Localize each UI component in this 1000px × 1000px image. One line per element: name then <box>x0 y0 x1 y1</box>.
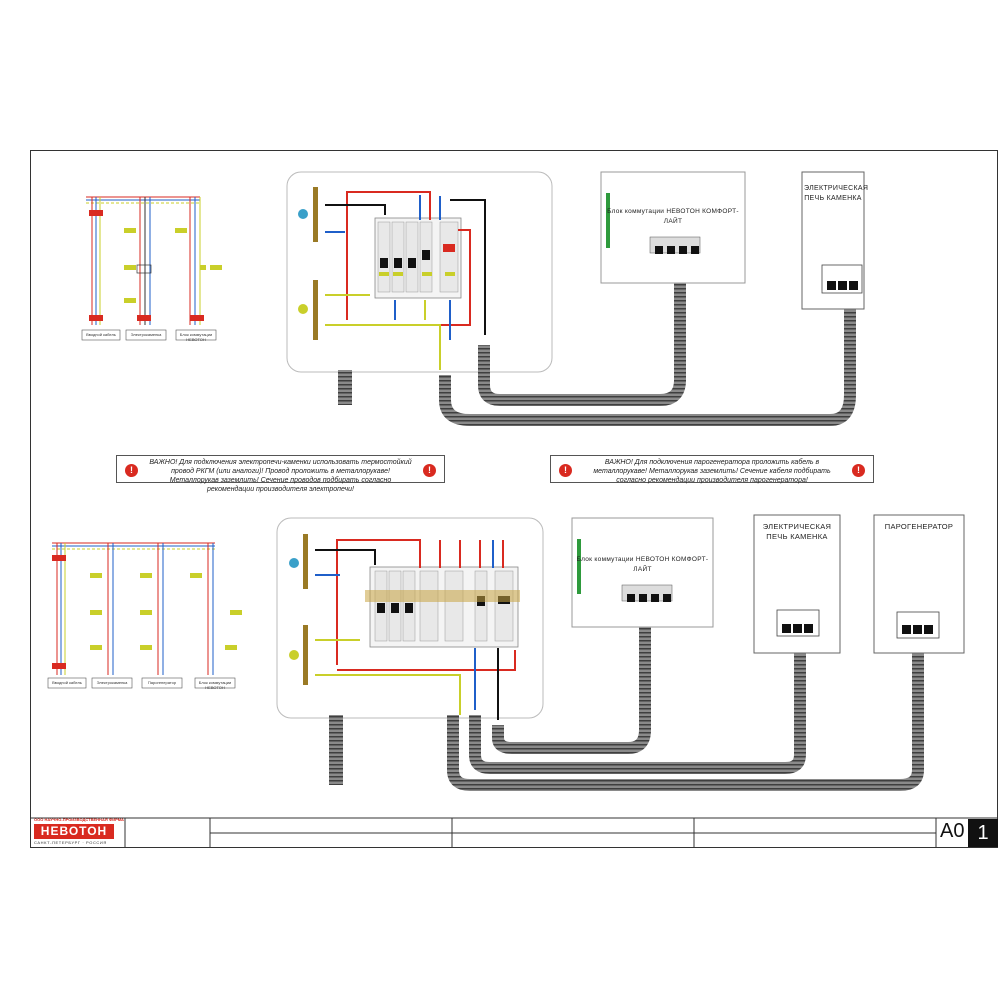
company-line: ООО НАУЧНО-ПРОИЗВОДСТВЕННАЯ ФИРМА <box>34 817 124 822</box>
top-schematic <box>81 196 222 341</box>
city-line: САНКТ-ПЕТЕРБУРГ · РОССИЯ <box>34 840 107 845</box>
top-warning-banner: ! ВАЖНО! Для подключения электропечи-кам… <box>116 455 445 493</box>
drawing-frame <box>30 150 998 848</box>
top-schematic-label-2: Электрокаменка <box>130 332 162 337</box>
bottom-oven-title: ЭЛЕКТРИЧЕСКАЯ ПЕЧЬ КАМЕНКА <box>762 522 832 541</box>
top-schematic-label-3: Блок коммутации НЕВОТОН <box>179 332 213 342</box>
bottom-schematic-label-2: Электрокаменка <box>96 680 128 685</box>
bottom-schematic-label-3: Парогенератор <box>147 680 177 685</box>
bottom-warning-banner: ! ВАЖНО! Для подключения парогенератора … <box>550 455 874 484</box>
top-warning-text: ВАЖНО! Для подключения электропечи-камен… <box>149 459 412 493</box>
bottom-breakers <box>365 566 520 648</box>
bottom-schematic <box>47 542 242 689</box>
bottom-schematic-label-4: Блок коммутации НЕВОТОН <box>198 680 232 690</box>
warning-icon: ! <box>852 464 865 477</box>
warning-icon: ! <box>423 464 436 477</box>
top-block-title: Блок коммутации НЕВОТОН КОМФОРТ-ЛАЙТ <box>607 208 739 225</box>
sheet-size: А0 <box>940 820 965 842</box>
warning-icon: ! <box>125 464 138 477</box>
warning-icon: ! <box>559 464 572 477</box>
bottom-warning-text: ВАЖНО! Для подключения парогенератора пр… <box>593 459 831 484</box>
top-control-block <box>600 171 746 284</box>
top-schematic-label-1: Вводной кабель <box>86 332 116 337</box>
bottom-block-title: Блок коммутации НЕВОТОН КОМФОРТ-ЛАЙТ <box>576 556 709 573</box>
bottom-schematic-label-1: Вводной кабель <box>52 680 82 685</box>
sheet-number: 1 <box>968 819 998 847</box>
top-oven-title: ЭЛЕКТРИЧЕСКАЯ ПЕЧЬ КАМЕНКА <box>804 185 869 202</box>
bottom-control-block <box>571 517 714 628</box>
steam-generator-title: ПАРОГЕНЕРАТОР <box>884 522 954 531</box>
company-logo: НЕВОТОН <box>34 824 114 839</box>
top-breakers <box>374 217 462 299</box>
